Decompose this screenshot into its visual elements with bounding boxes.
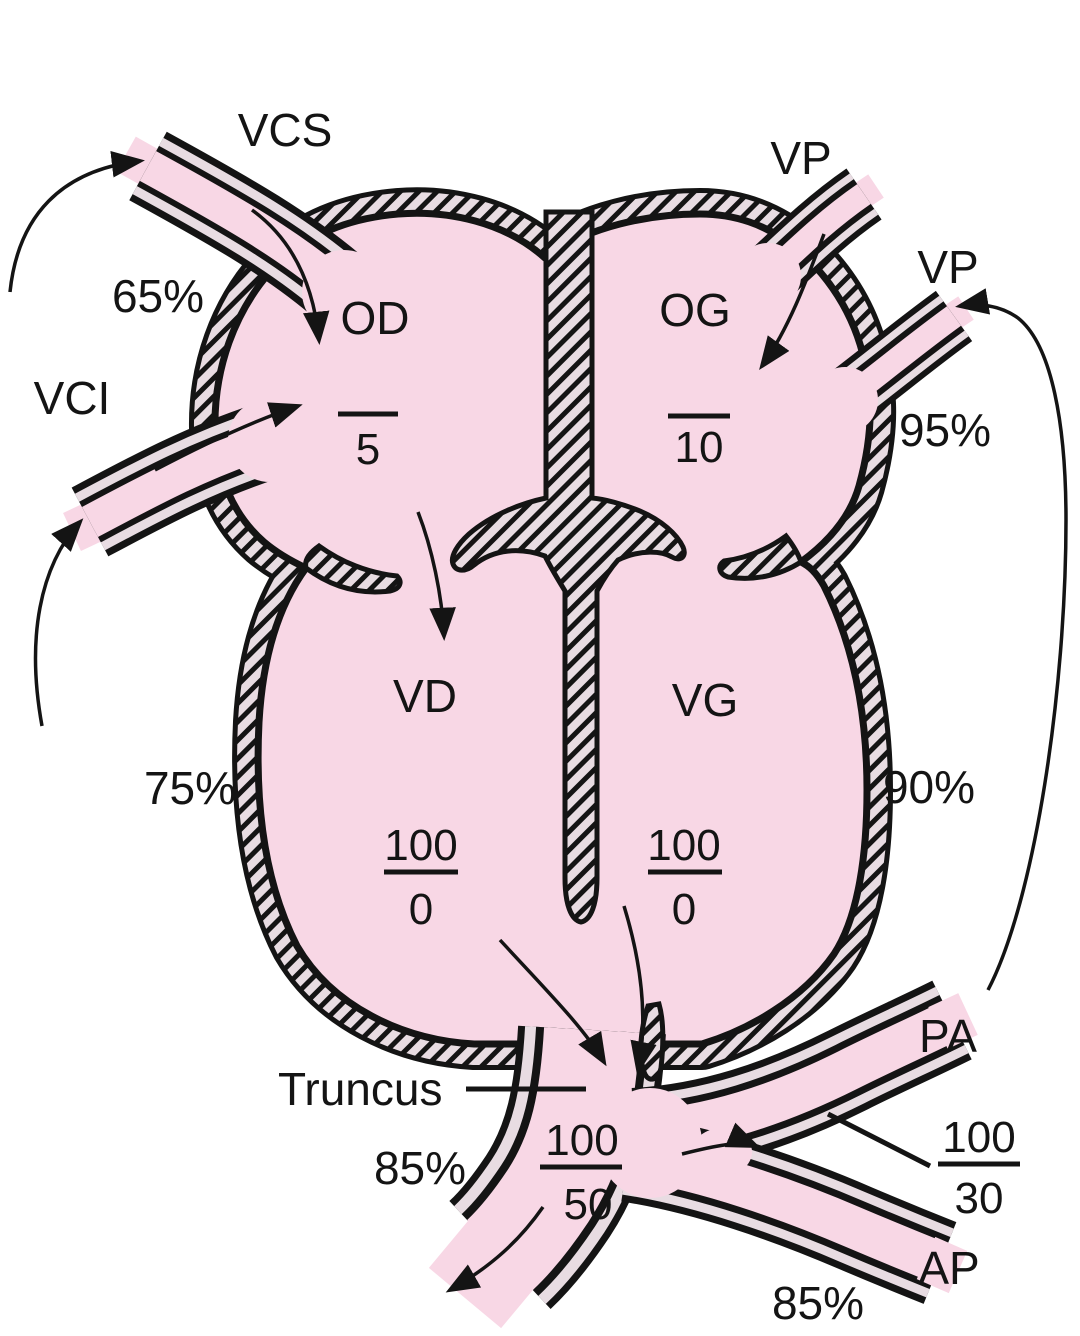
tricuspid-valve-leaflet <box>303 542 403 595</box>
od-mean-pressure: 5 <box>356 425 380 474</box>
mitral-valve-leaflet <box>717 532 804 581</box>
vcs-label: VCS <box>238 104 333 156</box>
crotch-junction-patch <box>692 1128 752 1176</box>
truncus-label: Truncus <box>278 1063 442 1115</box>
od-label: OD <box>341 292 410 344</box>
systemic-return-to-vci-arrow <box>33 518 84 727</box>
truncus-to-pulmonary-flow-arrow <box>681 1122 761 1156</box>
vd-saturation: 75% <box>144 762 236 814</box>
vg-diastolic-pressure: 0 <box>672 885 696 934</box>
ap-saturation: 85% <box>772 1277 864 1329</box>
vp-top-label: VP <box>770 132 831 184</box>
og-label: OG <box>659 284 731 336</box>
vp-saturation: 95% <box>899 404 991 456</box>
pulmonary-vein-top-vessel <box>735 186 876 309</box>
vd-diastolic-pressure: 0 <box>409 885 433 934</box>
vp-right-entry-patch <box>812 367 878 433</box>
vci-to-od-flow-arrow <box>154 402 303 472</box>
vp-right-label: VP <box>917 241 978 293</box>
heart-chamber-fill <box>215 213 870 1044</box>
pa-branch-vessel <box>634 1014 968 1132</box>
vd-label: VD <box>393 670 457 722</box>
pa-cut-lumen <box>928 993 978 1049</box>
og-mean-pressure: 10 <box>675 423 724 472</box>
atrioventricular-septum <box>449 209 687 925</box>
od-to-vd-flow-arrow <box>416 511 456 641</box>
heart-body <box>215 213 870 1044</box>
vp-to-og-flow-arrow <box>759 233 826 371</box>
vd-systolic-pressure: 100 <box>384 821 457 870</box>
vp-top-entry-patch <box>735 243 801 309</box>
truncus-diastolic-pressure: 50 <box>564 1180 613 1229</box>
ap-cut-lumen <box>916 1236 968 1294</box>
pa-diastolic-pressure: 30 <box>955 1174 1004 1223</box>
branch-junction-patch <box>598 1088 702 1198</box>
truncus-saturation: 85% <box>374 1142 466 1194</box>
vg-to-truncus-flow-arrow <box>622 905 657 1075</box>
pa-label: PA <box>919 1010 977 1062</box>
vd-to-truncus-flow-arrow <box>498 938 607 1067</box>
vg-saturation: 90% <box>883 761 975 813</box>
ap-label: AP <box>918 1242 979 1294</box>
ap-branch-vessel <box>628 1158 958 1272</box>
vci-entry-patch <box>228 398 312 482</box>
pa-pressure-leader-line <box>826 1111 932 1169</box>
pa-systolic-pressure: 100 <box>942 1113 1015 1162</box>
aorta-outflow-arrow <box>445 1205 545 1293</box>
truncus-systolic-pressure: 100 <box>545 1116 618 1165</box>
vcs-saturation: 65% <box>112 270 204 322</box>
vcs-to-od-flow-arrow <box>250 208 330 345</box>
systemic-return-to-vcs-arrow <box>8 151 145 293</box>
vg-systolic-pressure: 100 <box>647 821 720 870</box>
pulmonary-return-to-vp-arrow <box>955 288 1068 991</box>
vci-label: VCI <box>34 372 111 424</box>
vg-label: VG <box>672 674 738 726</box>
